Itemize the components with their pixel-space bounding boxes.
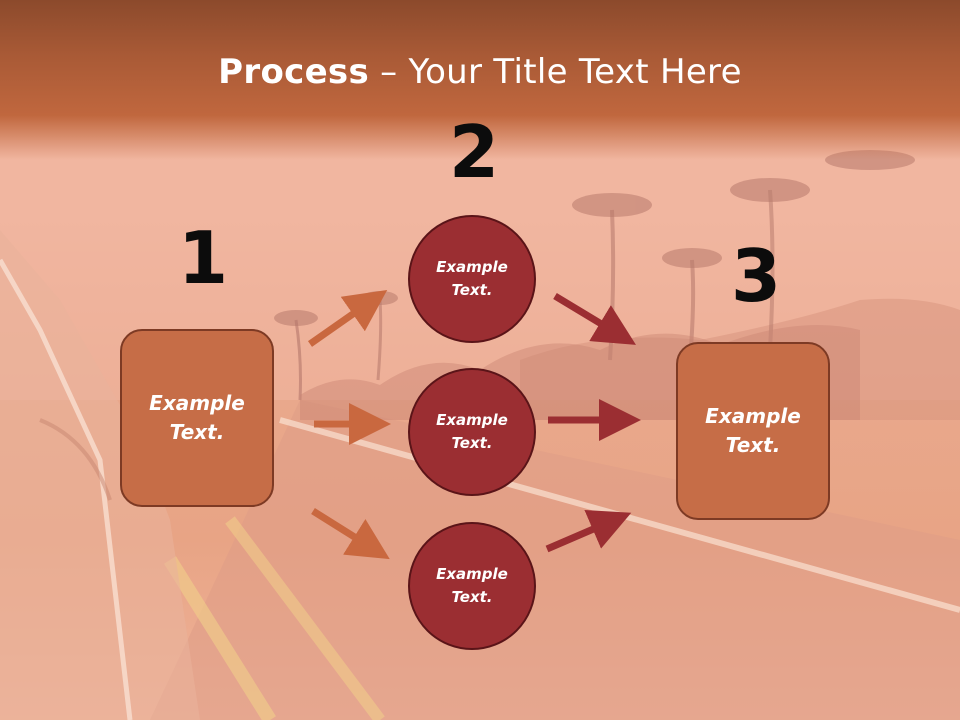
step-number-3: 3 [731, 234, 782, 318]
title-separator: – [369, 52, 409, 92]
arrow-bottom-to-3 [545, 510, 632, 553]
step-3-line1: Example [705, 404, 801, 428]
step-number-2: 2 [449, 110, 500, 194]
arrow-1-to-top [307, 289, 388, 347]
step-1-line1: Example [149, 391, 245, 415]
arrow-1-to-bottom [311, 508, 390, 560]
arrow-top-to-3 [553, 293, 636, 345]
title-bold: Process [218, 52, 370, 92]
circle-middle-line1: Example [436, 411, 508, 429]
title-rest: Your Title Text Here [408, 52, 742, 92]
step-number-1: 1 [178, 216, 229, 300]
circle-bottom-line2: Text. [451, 588, 493, 606]
step-1-line2: Text. [169, 420, 225, 444]
step-3-line2: Text. [725, 433, 781, 457]
title-band [0, 0, 960, 160]
circle-top-line1: Example [436, 258, 508, 276]
circle-top-line2: Text. [451, 281, 493, 299]
circle-bottom-line1: Example [436, 565, 508, 583]
circle-middle-line2: Text. [451, 434, 493, 452]
slide-title: Process – Your Title Text Here [0, 52, 960, 92]
